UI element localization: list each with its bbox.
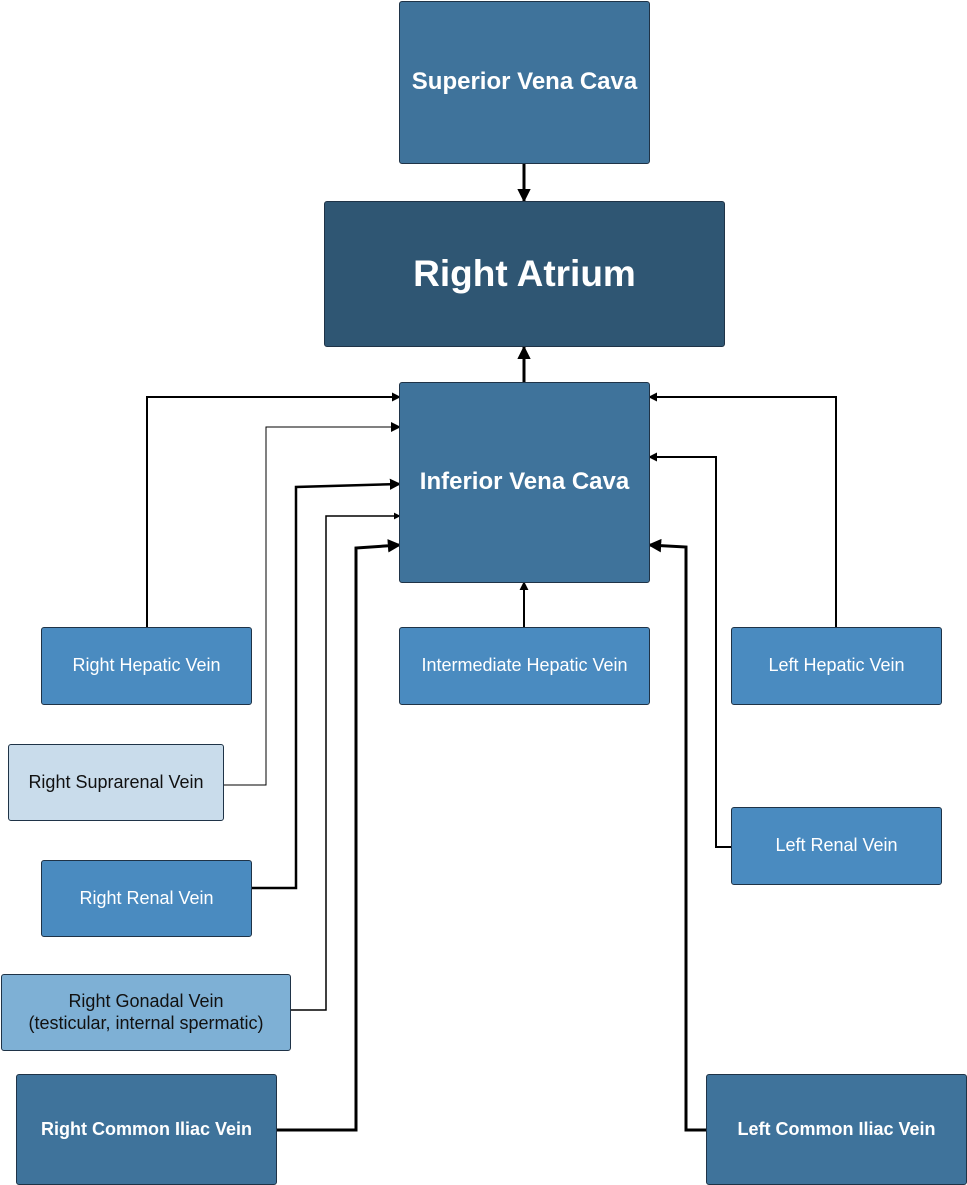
edge-right-common-iliac-to-ivc [276,539,402,1132]
right-hepatic-vein-label: Right Hepatic Vein [72,655,221,676]
right-gonadal-vein-sublabel: (testicular, internal spermatic) [28,1012,264,1033]
edge-right-suprarenal-to-ivc [223,422,401,786]
right-hepatic-vein-node[interactable]: Right Hepatic Vein [41,627,252,705]
left-hepatic-vein-node[interactable]: Left Hepatic Vein [731,627,942,705]
inferior-vena-cava-label: Inferior Vena Cava [419,468,630,496]
inferior-vena-cava-node[interactable]: Inferior Vena Cava [399,382,650,583]
right-suprarenal-vein-label: Right Suprarenal Vein [28,771,204,792]
right-renal-vein-label: Right Renal Vein [79,887,214,908]
right-common-iliac-vein-node[interactable]: Right Common Iliac Vein [16,1074,277,1185]
intermediate-hepatic-vein-label: Intermediate Hepatic Vein [421,655,628,676]
edge-right-hepatic-to-ivc [146,392,401,628]
right-suprarenal-vein-node[interactable]: Right Suprarenal Vein [8,744,224,821]
left-common-iliac-vein-node[interactable]: Left Common Iliac Vein [706,1074,967,1185]
left-common-iliac-vein-label: Left Common Iliac Vein [737,1118,936,1139]
right-gonadal-vein-node[interactable]: Right Gonadal Vein (testicular, internal… [1,974,291,1051]
superior-vena-cava-node[interactable]: Superior Vena Cava [399,1,650,164]
edge-right-gonadal-to-ivc [290,512,401,1011]
edge-right-renal-to-ivc [251,478,402,890]
intermediate-hepatic-vein-node[interactable]: Intermediate Hepatic Vein [399,627,650,705]
left-hepatic-vein-label: Left Hepatic Vein [768,655,905,676]
right-atrium-node[interactable]: Right Atrium [324,201,725,347]
right-gonadal-vein-label: Right Gonadal Vein [68,990,224,1011]
left-renal-vein-node[interactable]: Left Renal Vein [731,807,942,885]
right-common-iliac-vein-label: Right Common Iliac Vein [40,1118,253,1139]
edge-left-hepatic-to-ivc [648,392,837,628]
edge-left-common-iliac-to-ivc [647,538,707,1132]
right-renal-vein-node[interactable]: Right Renal Vein [41,860,252,937]
left-renal-vein-label: Left Renal Vein [775,835,898,856]
edge-left-renal-to-ivc [648,452,731,848]
right-atrium-label: Right Atrium [413,252,636,294]
superior-vena-cava-label: Superior Vena Cava [411,68,638,96]
